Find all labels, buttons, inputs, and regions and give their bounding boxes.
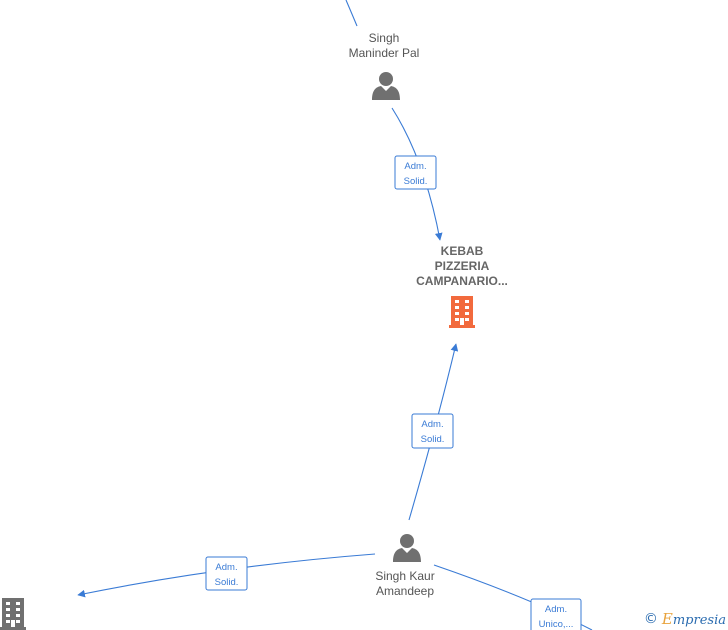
person-icon — [393, 534, 421, 562]
node-company-left[interactable] — [0, 598, 26, 630]
person-icon — [372, 72, 400, 100]
node-person-singh-maninder-pal[interactable]: Singh Maninder Pal — [349, 31, 420, 100]
brand-logo: Empresia — [662, 610, 726, 628]
copyright-icon: © — [643, 611, 658, 627]
edge-label-line1: Adm. — [215, 562, 237, 573]
edge-label-line2: Solid. — [215, 577, 239, 588]
node-label-line2: Amandeep — [376, 584, 434, 598]
edge-label-line2: Solid. — [404, 176, 428, 187]
edge-label-top-to-company[interactable]: Adm. Solid. — [394, 155, 437, 190]
node-label-line1: Singh — [369, 31, 400, 45]
edge-label-bottom-to-left[interactable]: Adm. Solid. — [205, 556, 248, 591]
node-company-kebab-pizzeria[interactable]: KEBAB PIZZERIA CAMPANARIO... — [416, 244, 508, 328]
node-person-singh-kaur-amandeep[interactable]: Singh Kaur Amandeep — [375, 534, 435, 598]
node-label-line2: Maninder Pal — [349, 46, 420, 60]
edge-offscreen-top — [345, 0, 358, 27]
footer-brand: © Empresia — [644, 610, 726, 628]
edge-label-bottom-to-right[interactable]: Adm. Unico,... — [530, 598, 582, 630]
node-label-line2: PIZZERIA — [435, 259, 490, 273]
brand-logo-rest: mpresia — [672, 613, 726, 628]
building-icon — [0, 598, 26, 630]
edge-label-line1: Adm. — [404, 161, 426, 172]
edge-label-line2: Unico,... — [539, 619, 574, 630]
brand-logo-initial: E — [661, 610, 673, 628]
edge-label-line1: Adm. — [421, 419, 443, 430]
node-label-line3: CAMPANARIO... — [416, 274, 508, 288]
edge-label-line2: Solid. — [421, 434, 445, 445]
node-label-line1: KEBAB — [441, 244, 484, 258]
edge-label-line1: Adm. — [545, 604, 567, 615]
edge-label-bottom-to-company[interactable]: Adm. Solid. — [411, 413, 454, 449]
building-icon — [449, 296, 475, 328]
node-label-line1: Singh Kaur — [375, 569, 434, 583]
